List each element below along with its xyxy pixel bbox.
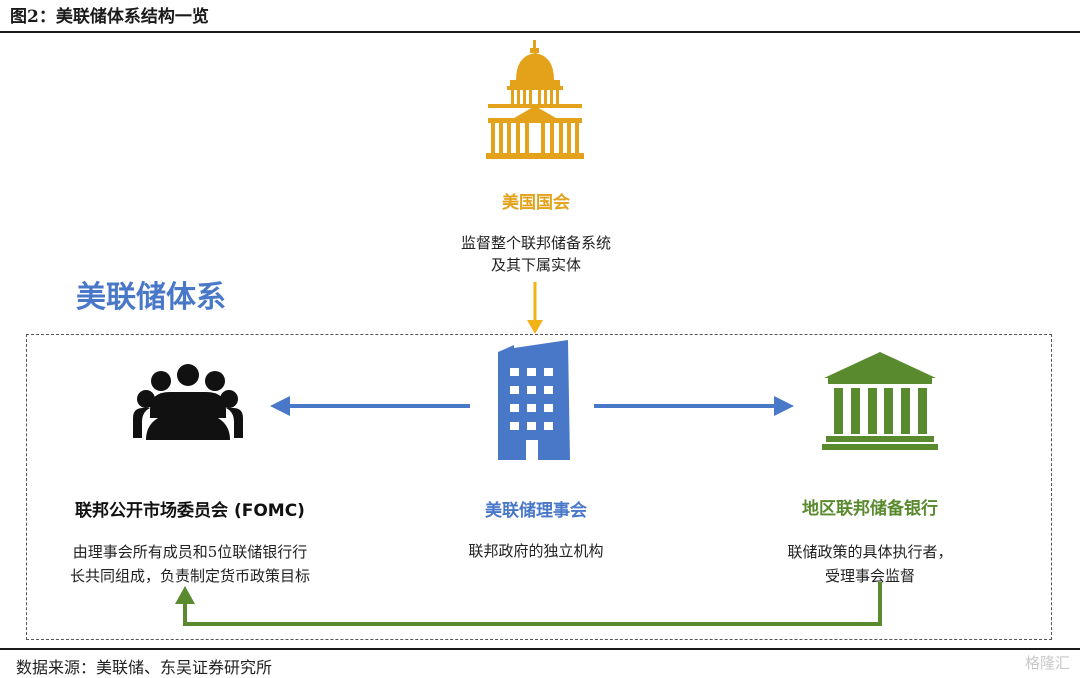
congress-desc-line: 及其下属实体: [490, 256, 581, 274]
board-name: 美联储理事会: [485, 501, 587, 521]
board-to-fomc-arrow: [270, 396, 470, 416]
office-building-icon: [498, 340, 570, 460]
watermark: 格隆汇: [1024, 654, 1070, 672]
figure-title: 图2：美联储体系结构一览: [10, 7, 209, 27]
congress-to-board-arrow: [527, 282, 543, 334]
congress-desc-line: 监督整个联邦储备系统: [460, 234, 611, 252]
reserve-banks-desc-line: 联储政策的具体执行者，: [787, 543, 953, 561]
bottom-rule: [0, 648, 1080, 650]
fomc-name: 联邦公开市场委员会 (FOMC): [75, 501, 305, 521]
system-label: 美联储体系: [76, 280, 226, 315]
banks-to-fomc-arrow: [175, 582, 882, 626]
fomc-desc-line: 由理事会所有成员和5位联储银行行: [72, 543, 308, 561]
board-to-banks-arrow: [594, 396, 794, 416]
congress-description: 监督整个联邦储备系统 及其下属实体: [386, 232, 686, 276]
capitol-icon: [486, 40, 584, 159]
fomc-description: 由理事会所有成员和5位联储银行行 长共同组成，负责制定货币政策目标: [20, 540, 360, 588]
system-boundary: [26, 334, 1052, 640]
bank-icon: [822, 352, 938, 450]
board-description: 联邦政府的独立机构: [468, 542, 604, 560]
reserve-banks-description: 联储政策的具体执行者， 受理事会监督: [730, 540, 1010, 588]
meeting-group-icon: [133, 364, 243, 440]
source-note: 数据来源：美联储、东吴证券研究所: [16, 658, 273, 677]
reserve-banks-desc-line: 受理事会监督: [824, 567, 915, 585]
reserve-banks-name: 地区联邦储备银行: [802, 499, 938, 519]
fomc-desc-line: 长共同组成，负责制定货币政策目标: [69, 567, 310, 585]
congress-name: 美国国会: [502, 193, 570, 213]
top-rule: [0, 31, 1080, 33]
